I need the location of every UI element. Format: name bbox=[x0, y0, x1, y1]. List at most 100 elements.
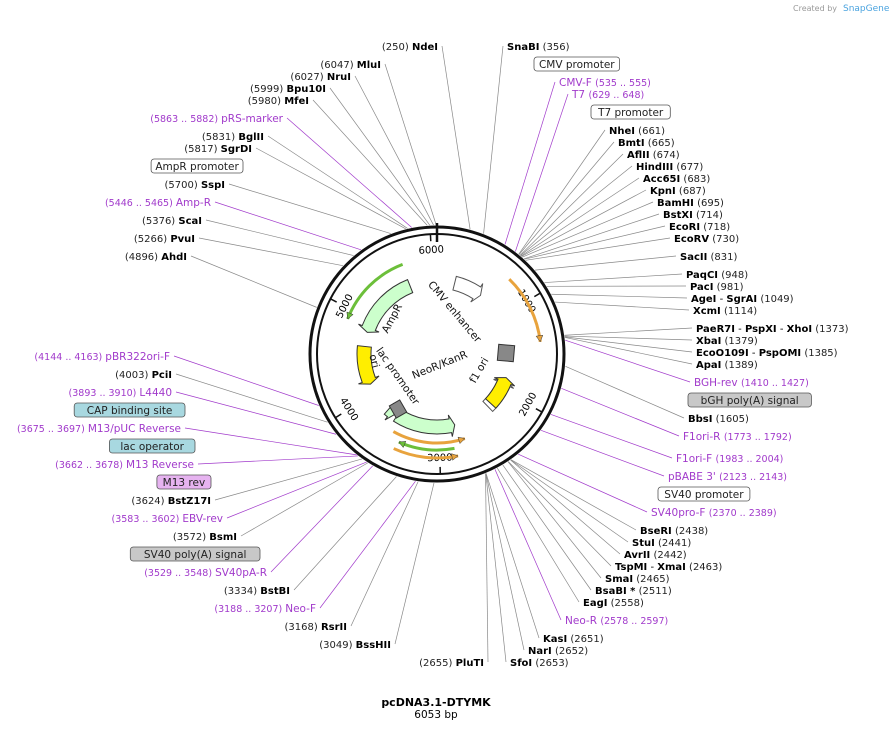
leader-line bbox=[441, 45, 471, 230]
site-separator: - bbox=[716, 294, 726, 305]
site-name: BstBI bbox=[260, 586, 290, 597]
leader-line bbox=[293, 476, 397, 591]
site-position: (718) bbox=[700, 222, 730, 233]
site-pluti: (2655) PluTI bbox=[419, 658, 484, 669]
site-position: (4003) bbox=[115, 370, 151, 381]
feature-box-label: T7 promoter bbox=[597, 107, 664, 119]
leader-line bbox=[197, 455, 358, 465]
site-label: PacI (981) bbox=[690, 282, 744, 293]
site-position: (695) bbox=[694, 198, 724, 209]
site-position: (3049) bbox=[319, 640, 355, 651]
site-separator: - bbox=[647, 562, 657, 573]
site-name: HindIII bbox=[636, 162, 673, 173]
site-position: (1049) bbox=[757, 294, 794, 305]
site-name: PaqCI bbox=[686, 270, 718, 281]
feature-box-cmv-promoter: CMV promoter bbox=[533, 56, 620, 72]
primer-position: (535 .. 555) bbox=[595, 78, 651, 89]
site-name: ApaI bbox=[696, 360, 721, 371]
primer-label: (3662 .. 3678) M13 Reverse bbox=[55, 459, 194, 471]
site-name: BsmI bbox=[209, 532, 237, 543]
site-label: BbsI (1605) bbox=[688, 414, 749, 425]
site-label: SfoI (2653) bbox=[510, 658, 569, 669]
feature-box-label: M13 rev bbox=[163, 477, 206, 489]
leader-line bbox=[510, 459, 637, 531]
primer-label: (3675 .. 3697) M13/pUC Reverse bbox=[17, 423, 181, 435]
feature-box-frame bbox=[657, 486, 751, 502]
site-position: (661) bbox=[635, 126, 665, 137]
site-position: (1373) bbox=[812, 324, 849, 335]
primer-label: (3893 .. 3910) L4440 bbox=[69, 387, 172, 399]
leader-line bbox=[564, 327, 693, 336]
site-agei: AgeI - SgrAI (1049) bbox=[691, 294, 794, 305]
primer-name: SV40pro-F bbox=[651, 507, 709, 519]
site-label: (5266) PvuI bbox=[134, 234, 195, 245]
site-name: PaeR7I bbox=[696, 324, 735, 335]
site-name: EcoRV bbox=[674, 234, 709, 245]
site-label: ApaI (1389) bbox=[696, 360, 758, 371]
site-label: EagI (2558) bbox=[583, 598, 644, 609]
site-name: PciI bbox=[152, 370, 172, 381]
snapgene-logo: SnapGene bbox=[843, 4, 890, 14]
site-label: XcmI (1114) bbox=[693, 306, 757, 317]
site-name: AhdI bbox=[161, 252, 187, 263]
primer-pbr322ori-f: (4144 .. 4163) pBR322ori-F bbox=[34, 351, 170, 363]
site-label: (3049) BssHII bbox=[319, 640, 391, 651]
site-label: Acc65I (683) bbox=[643, 174, 710, 185]
feature-box-frame bbox=[156, 474, 212, 490]
primer-position: (3529 .. 3548) bbox=[144, 568, 215, 579]
site-bstbi: (3334) BstBI bbox=[224, 586, 290, 597]
site-position: (674) bbox=[650, 150, 680, 161]
site-name: BssHII bbox=[356, 640, 391, 651]
site-label: (3334) BstBI bbox=[224, 586, 290, 597]
site-paqci: PaqCI (948) bbox=[686, 270, 748, 281]
leader-line bbox=[228, 183, 391, 234]
leader-line bbox=[504, 81, 556, 245]
primer-amp-r: (5446 .. 5465) Amp-R bbox=[105, 197, 211, 209]
primer-m13-reverse: (3662 .. 3678) M13 Reverse bbox=[55, 459, 194, 471]
feature-box-frame bbox=[533, 56, 620, 72]
tick-mark bbox=[535, 408, 543, 413]
leader-line bbox=[240, 462, 368, 537]
leader-line bbox=[507, 461, 602, 579]
site-position: (948) bbox=[718, 270, 748, 281]
tick-label-4000: 4000 bbox=[337, 396, 360, 423]
site-mfei: (5980) MfeI bbox=[248, 96, 309, 107]
site-position: (3168) bbox=[285, 622, 321, 633]
leader-line bbox=[286, 117, 412, 228]
primer-cmv-f: CMV-F (535 .. 555) bbox=[559, 77, 651, 89]
site-nari: NarI (2652) bbox=[528, 646, 588, 657]
site-name: Acc65I bbox=[643, 174, 680, 185]
site-bsshii: (3049) BssHII bbox=[319, 640, 391, 651]
leader-line bbox=[524, 225, 666, 260]
site-name: PluTI bbox=[456, 658, 484, 669]
primer-name: SV40pA-R bbox=[215, 567, 267, 579]
primer-label: F1ori-R (1773 .. 1792) bbox=[683, 431, 792, 443]
leader-line bbox=[214, 201, 362, 251]
site-name-2: PspOMI bbox=[759, 348, 801, 359]
primer-f1ori-f: F1ori-F (1983 .. 2004) bbox=[676, 453, 783, 465]
site-position: (6047) bbox=[320, 60, 356, 71]
site-mlui: (6047) MluI bbox=[320, 60, 381, 71]
site-position: (3572) bbox=[173, 532, 209, 543]
site-name-2: PspXI bbox=[745, 324, 777, 335]
site-apai: ApaI (1389) bbox=[696, 360, 758, 371]
site-name: MfeI bbox=[284, 96, 309, 107]
site-label: (6047) MluI bbox=[320, 60, 381, 71]
site-label: (5700) SspI bbox=[165, 180, 225, 191]
leader-line bbox=[483, 45, 504, 234]
site-label: NheI (661) bbox=[609, 126, 665, 137]
site-name: MluI bbox=[357, 60, 381, 71]
primer-position: (3662 .. 3678) bbox=[55, 460, 126, 471]
primer-bgh-rev: BGH-rev (1410 .. 1427) bbox=[694, 377, 809, 389]
leader-line bbox=[384, 63, 437, 226]
site-name: NruI bbox=[327, 72, 351, 83]
primer-position: (4144 .. 4163) bbox=[34, 352, 105, 363]
primer-position: (2578 .. 2597) bbox=[600, 616, 668, 627]
feature-box-frame bbox=[73, 402, 186, 418]
primer-name: Neo-F bbox=[285, 603, 316, 615]
leader-line bbox=[312, 99, 428, 226]
primer-ebv-rev: (3583 .. 3602) EBV-rev bbox=[111, 513, 223, 525]
site-name-2: SgrAI bbox=[726, 294, 757, 305]
site-label: HindIII (677) bbox=[636, 162, 703, 173]
